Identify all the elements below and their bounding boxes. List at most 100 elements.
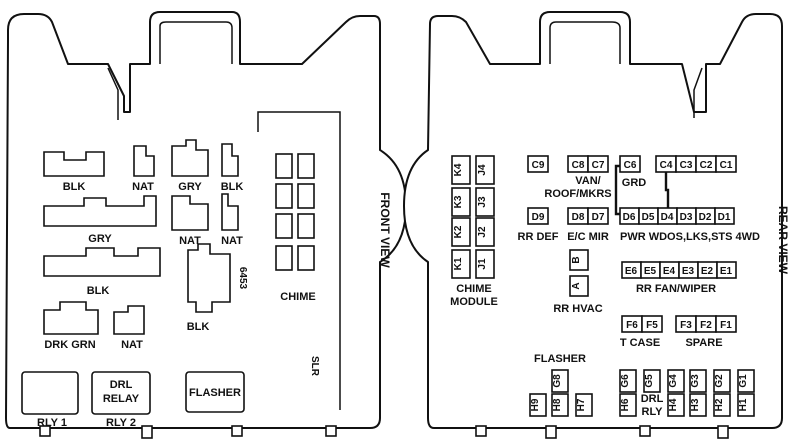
c9-fuse bbox=[527, 155, 549, 173]
k1-fuse: K1 bbox=[453, 257, 464, 270]
e6-label: E6 bbox=[625, 266, 638, 277]
d4-label: D4 bbox=[661, 212, 674, 223]
nat-label-3: NAT bbox=[221, 235, 243, 247]
j1-fuse: J1 bbox=[477, 258, 488, 270]
rly1-label: RLY 1 bbox=[37, 417, 67, 429]
f2-label: F2 bbox=[700, 320, 712, 331]
g8-fuse bbox=[551, 369, 569, 393]
drk-grn-label: DRK GRN bbox=[44, 339, 95, 351]
b-label: B bbox=[571, 256, 582, 263]
e5-label: E5 bbox=[644, 266, 657, 277]
j4-fuse: J4 bbox=[477, 164, 488, 176]
nat-connector-4 bbox=[113, 305, 145, 335]
pwr-label: PWR WDOS,LKS,STS 4WD bbox=[620, 231, 760, 243]
nat-label-2: NAT bbox=[179, 235, 201, 247]
j3-fuse: J3 bbox=[477, 196, 488, 208]
c4-label: C4 bbox=[660, 160, 673, 171]
flasher-label-front: FLASHER bbox=[189, 387, 241, 399]
nat-connector-1 bbox=[133, 145, 155, 177]
flasher-label-rear: FLASHER bbox=[534, 353, 586, 365]
drl-rly-label-line2: RLY bbox=[642, 406, 664, 418]
c6-d6-jumper bbox=[614, 164, 622, 216]
d5-label: D5 bbox=[642, 212, 655, 223]
g1-label: G1 bbox=[738, 374, 749, 388]
c1-label: C1 bbox=[720, 160, 733, 171]
f5-label: F5 bbox=[646, 320, 658, 331]
g5-label: G5 bbox=[644, 374, 655, 388]
nat-label-1: NAT bbox=[132, 181, 154, 193]
h3-label: H3 bbox=[690, 398, 701, 411]
c8-label: C8 bbox=[572, 160, 585, 171]
blk-connector-1 bbox=[43, 151, 105, 177]
gry-connector-1 bbox=[171, 139, 209, 177]
d7-fuse bbox=[587, 207, 609, 225]
f1-label: F1 bbox=[720, 320, 732, 331]
f3-f1-fuses bbox=[675, 315, 737, 333]
nat-label-4: NAT bbox=[121, 339, 143, 351]
f5-fuse bbox=[641, 315, 663, 333]
d1-label: D1 bbox=[718, 212, 731, 223]
c2-label: C2 bbox=[700, 160, 713, 171]
k2-fuse: K2 bbox=[453, 225, 464, 238]
t-case-label: T CASE bbox=[620, 337, 660, 349]
d7-label: D7 bbox=[592, 212, 605, 223]
chime-label-front: CHIME bbox=[280, 291, 315, 303]
e4-label: E4 bbox=[663, 266, 676, 277]
blk-connector-2 bbox=[221, 143, 239, 177]
d6-label: D6 bbox=[623, 212, 636, 223]
d3-label: D3 bbox=[680, 212, 693, 223]
f6-label: F6 bbox=[626, 320, 638, 331]
slr-label: SLR bbox=[309, 356, 320, 377]
rear-handle-inner bbox=[549, 21, 621, 64]
c9-label: C9 bbox=[532, 160, 545, 171]
a-fuse bbox=[569, 275, 589, 297]
rear-view-label: REAR VIEW bbox=[776, 206, 789, 275]
front-divider bbox=[257, 111, 341, 410]
chime-relay-grid bbox=[275, 153, 315, 271]
h4-label: H4 bbox=[668, 398, 679, 411]
blk-label-1: BLK bbox=[63, 181, 86, 193]
f3-label: F3 bbox=[680, 320, 692, 331]
c7-fuse bbox=[587, 155, 609, 173]
gry-label-2: GRY bbox=[88, 233, 112, 245]
h7-label: H7 bbox=[576, 398, 587, 411]
blk-connector-3 bbox=[43, 247, 161, 277]
grd-label: GRD bbox=[622, 177, 647, 189]
gry-connector-2 bbox=[43, 195, 157, 227]
chime-module-label-line2: MODULE bbox=[450, 296, 498, 308]
h6-fuse bbox=[619, 393, 637, 417]
chime-module-k-column: K4 K3 K2 K1 bbox=[451, 155, 471, 279]
spare-label: SPARE bbox=[685, 337, 722, 349]
c4-c1-fuses bbox=[655, 155, 737, 173]
k3-fuse: K3 bbox=[453, 195, 464, 208]
rly2-label: RLY 2 bbox=[106, 417, 136, 429]
g6-g1-fuses bbox=[619, 369, 755, 393]
van-label-line1: VAN/ bbox=[575, 175, 600, 187]
g3-label: G3 bbox=[690, 374, 701, 388]
front-handle-inner bbox=[159, 21, 233, 64]
drl-relay-label-line2: RELAY bbox=[103, 393, 140, 405]
van-label-line2: ROOF/MKRS bbox=[544, 188, 611, 200]
g6-label: G6 bbox=[620, 374, 631, 388]
d6-d1-fuses bbox=[619, 207, 735, 225]
rly1-relay bbox=[21, 371, 79, 415]
a-label: A bbox=[571, 282, 582, 289]
front-left-slot bbox=[107, 67, 119, 120]
h2-label: H2 bbox=[714, 398, 725, 411]
blk-label-3: BLK bbox=[87, 285, 110, 297]
flasher-relay-front bbox=[185, 371, 245, 413]
drl-rly-label-line1: DRL bbox=[641, 393, 664, 405]
rr-def-label: RR DEF bbox=[518, 231, 559, 243]
g8-label: G8 bbox=[552, 374, 563, 388]
rear-bottom-notches bbox=[475, 425, 729, 439]
code-6453-label: 6453 bbox=[237, 267, 248, 290]
g2-label: G2 bbox=[714, 374, 725, 388]
blk-label-4: BLK bbox=[187, 321, 210, 333]
e3-label: E3 bbox=[682, 266, 695, 277]
rr-fan-wiper-label: RR FAN/WIPER bbox=[636, 283, 716, 295]
ec-mir-label: E/C MIR bbox=[567, 231, 609, 243]
blk-label-2: BLK bbox=[221, 181, 244, 193]
h-right-fuses bbox=[667, 393, 755, 417]
